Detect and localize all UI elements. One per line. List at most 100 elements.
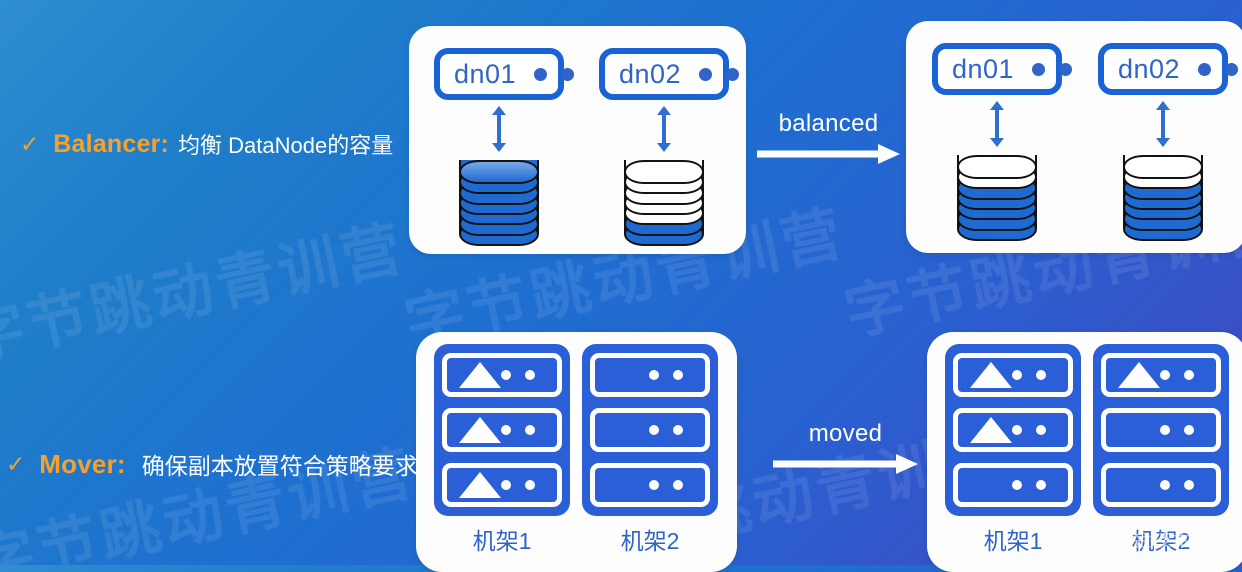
cylinder-top-cap <box>459 160 539 184</box>
cylinder-holder <box>1098 155 1228 241</box>
replica-triangle-icon <box>459 472 501 498</box>
datanode-status-dots-icon <box>1032 62 1073 76</box>
rack-unit[interactable] <box>953 463 1073 507</box>
datanode-label: dn01 <box>952 53 1015 84</box>
datanode-box[interactable]: dn01 <box>932 43 1073 95</box>
status-dot-icon <box>649 480 659 490</box>
datanode-box[interactable]: dn01 <box>434 48 575 100</box>
datanode-group-dn02: dn02 <box>1098 43 1239 241</box>
rack-unit[interactable] <box>1101 353 1221 397</box>
rack-unit-dots-icon <box>1160 425 1194 435</box>
moved-arrow-label: moved <box>808 420 883 447</box>
replica-triangle-icon <box>970 362 1012 388</box>
rack-unit[interactable] <box>590 463 710 507</box>
replica-triangle-icon <box>970 417 1012 443</box>
rack-label: 机架1 <box>472 528 532 554</box>
background-watermark-text: 字节跳动青训营 <box>0 214 412 373</box>
datanode-status-dots-icon <box>699 67 740 81</box>
arrow-up-head-icon <box>492 106 506 115</box>
status-dot-icon <box>501 370 511 380</box>
bullet-balancer-keyword: Balancer: <box>53 129 170 158</box>
arrow-bar <box>773 460 899 468</box>
status-dot-icon <box>1012 425 1022 435</box>
moved-arrow: moved <box>773 420 918 474</box>
arrow-down-head-icon <box>990 138 1004 147</box>
disk-cylinder <box>624 160 704 246</box>
rack-unit-dots-icon <box>1012 370 1046 380</box>
status-dot-icon <box>1225 62 1239 76</box>
arrow-up-head-icon <box>657 106 671 115</box>
arrow-shaft <box>757 144 900 164</box>
datanode-label: dn01 <box>454 58 517 89</box>
bullet-mover: ✓ Mover: 确保副本放置符合策略要求 <box>6 447 418 481</box>
rack-unit[interactable] <box>442 353 562 397</box>
status-dot-icon <box>525 370 535 380</box>
balancer-after-panel: dn01 dn02 <box>906 21 1242 253</box>
arrow-stem <box>1161 108 1165 140</box>
rack-机架1[interactable] <box>434 344 570 516</box>
arrow-down-head-icon <box>657 143 671 152</box>
rack-unit-dots-icon <box>1160 480 1194 490</box>
status-dot-icon <box>1160 370 1170 380</box>
rack-unit[interactable] <box>442 463 562 507</box>
rack-unit[interactable] <box>1101 408 1221 452</box>
status-dot-icon <box>1012 480 1022 490</box>
datanode-status-dots-icon <box>534 67 575 81</box>
status-dot-icon <box>1184 370 1194 380</box>
arrow-shaft <box>773 454 918 474</box>
rack-unit-dots-icon <box>1012 480 1046 490</box>
rack-机架2[interactable] <box>582 344 718 516</box>
status-dot-icon <box>1184 480 1194 490</box>
arrow-stem <box>662 113 666 145</box>
rack-label: 机架2 <box>1131 528 1191 554</box>
datanode-status-dots-icon <box>1198 62 1239 76</box>
balancer-before-panel: dn01 dn02 <box>409 26 746 254</box>
rack-unit[interactable] <box>442 408 562 452</box>
status-dot-icon <box>1160 480 1170 490</box>
disk-cylinder <box>1123 155 1203 241</box>
rack-unit[interactable] <box>953 408 1073 452</box>
status-dot-icon <box>1012 370 1022 380</box>
balanced-arrow-label: balanced <box>778 110 879 137</box>
arrow-stem <box>995 108 999 140</box>
rack-unit-dots-icon <box>501 425 535 435</box>
bidirectional-arrow-icon <box>492 106 506 152</box>
check-icon: ✓ <box>6 450 26 477</box>
status-dot-icon <box>525 480 535 490</box>
rack-unit[interactable] <box>953 353 1073 397</box>
replica-triangle-icon <box>459 417 501 443</box>
status-dot-icon <box>501 480 511 490</box>
status-dot-icon <box>649 370 659 380</box>
arrow-down-head-icon <box>492 143 506 152</box>
rack-unit-dots-icon <box>501 370 535 380</box>
rack-机架1[interactable] <box>945 344 1081 516</box>
status-dot-icon <box>561 67 575 81</box>
balanced-arrow: balanced <box>757 110 900 164</box>
cylinder-holder <box>434 160 564 246</box>
cylinder-top-cap <box>1123 155 1203 179</box>
status-dot-icon <box>673 425 683 435</box>
rack-unit[interactable] <box>590 408 710 452</box>
arrow-stem <box>497 113 501 145</box>
status-dot-icon <box>1160 425 1170 435</box>
datanode-group-dn02: dn02 <box>599 48 740 246</box>
rack-unit[interactable] <box>590 353 710 397</box>
replica-triangle-icon <box>1118 362 1160 388</box>
rack-unit[interactable] <box>1101 463 1221 507</box>
status-dot-icon <box>673 480 683 490</box>
arrow-up-head-icon <box>1156 101 1170 110</box>
rack-机架2[interactable] <box>1093 344 1229 516</box>
arrow-head-icon <box>878 144 900 164</box>
rack-unit-dots-icon <box>649 480 683 490</box>
arrow-head-icon <box>896 454 918 474</box>
status-dot-icon <box>699 67 713 81</box>
datanode-box[interactable]: dn02 <box>1098 43 1239 95</box>
datanode-box[interactable]: dn02 <box>599 48 740 100</box>
disk-cylinder <box>459 160 539 246</box>
arrow-down-head-icon <box>1156 138 1170 147</box>
status-dot-icon <box>1032 62 1046 76</box>
cylinder-top-cap <box>957 155 1037 179</box>
rack-unit-dots-icon <box>501 480 535 490</box>
rack-unit-dots-icon <box>649 425 683 435</box>
